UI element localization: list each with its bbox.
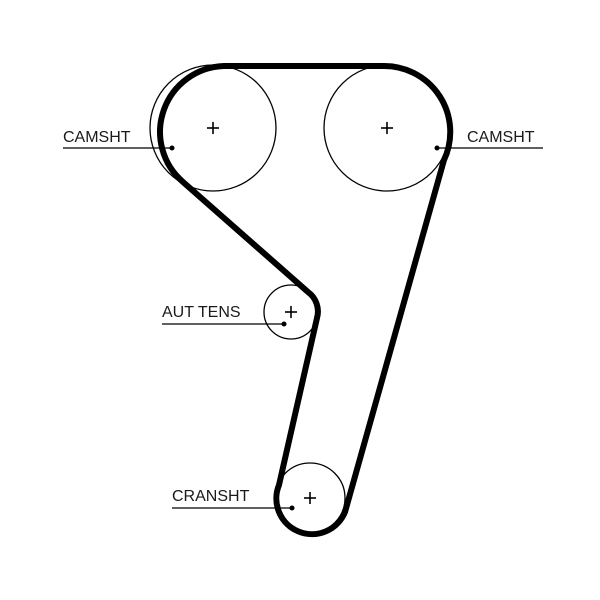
tensioner-label: AUT TENS bbox=[162, 304, 241, 321]
tensioner-leader bbox=[162, 321, 287, 327]
crankshaft-centre-mark bbox=[304, 492, 316, 504]
crankshaft-leader bbox=[172, 505, 295, 511]
tensioner-centre-mark bbox=[285, 306, 297, 318]
camshaft-left-centre-mark bbox=[207, 122, 219, 134]
timing-belt bbox=[157, 62, 454, 538]
camshaft-right-leader bbox=[434, 145, 543, 151]
camshaft-left-leader bbox=[63, 145, 175, 151]
camshaft-right-centre-mark bbox=[381, 122, 393, 134]
crankshaft-label: CRANSHT bbox=[172, 488, 250, 505]
camshaft-right-label: CAMSHT bbox=[467, 129, 535, 146]
camshaft-left-label: CAMSHT bbox=[63, 129, 131, 146]
